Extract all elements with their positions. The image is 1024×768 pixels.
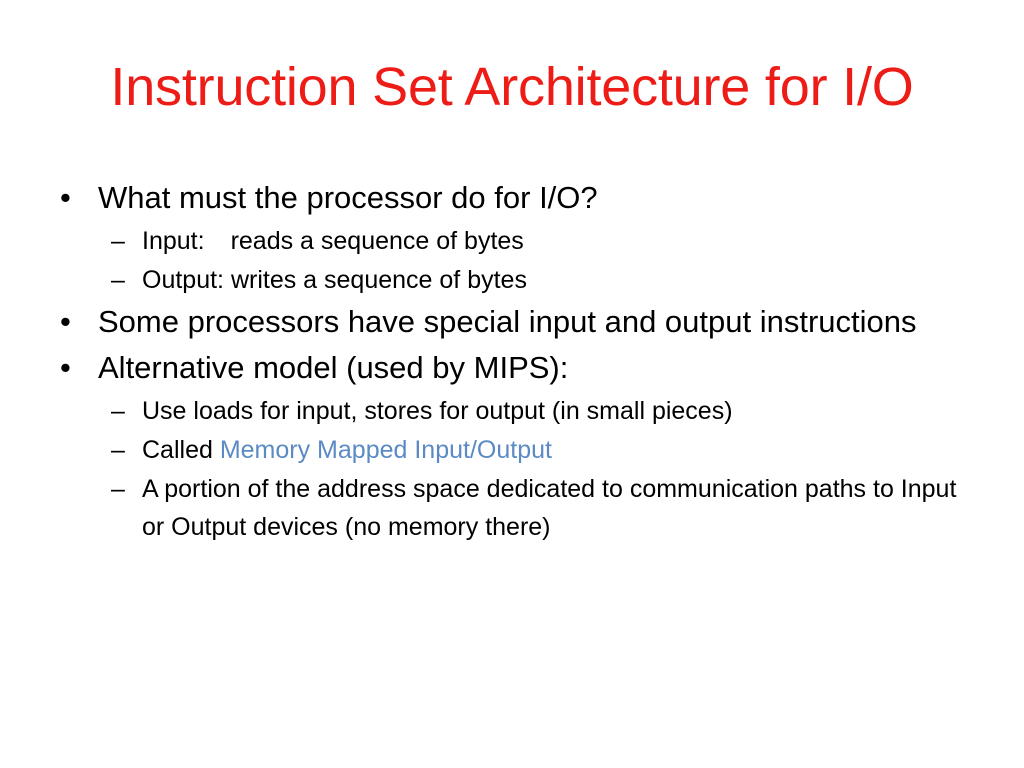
list-item: – A portion of the address space dedicat… (60, 470, 964, 546)
output-label: Output: (142, 266, 224, 294)
bullet-dot-icon: • (60, 350, 71, 385)
list-item-label: Input: reads a sequence of bytes (142, 222, 964, 260)
list-item-label: Alternative model (used by MIPS): (98, 350, 569, 385)
input-label: Input: (142, 227, 205, 255)
list-item-label: A portion of the address space dedicated… (142, 475, 957, 541)
page-title: Instruction Set Architecture for I/O (110, 57, 914, 117)
bullet-dash-icon: – (111, 436, 125, 464)
list-item: • Some processors have special input and… (60, 300, 964, 344)
list-item: – Input: reads a sequence of bytes (60, 222, 964, 260)
list-item: • Alternative model (used by MIPS): (60, 346, 964, 390)
bullet-dash-icon: – (111, 266, 125, 294)
list-item: • What must the processor do for I/O? (60, 176, 964, 220)
list-item: – Output: writes a sequence of bytes (60, 261, 964, 299)
list-item: – Use loads for input, stores for output… (60, 392, 964, 430)
list-item-label: What must the processor do for I/O? (98, 180, 598, 215)
slide-body: • What must the processor do for I/O? – … (60, 176, 964, 547)
input-description: reads a sequence of bytes (230, 227, 524, 255)
list-item: – Called Memory Mapped Input/Output (60, 431, 964, 469)
list-item-label: Output: writes a sequence of bytes (142, 261, 964, 299)
bullet-dot-icon: • (60, 180, 71, 215)
bullet-dash-icon: – (111, 227, 125, 255)
output-description: writes a sequence of bytes (230, 266, 527, 294)
bullet-dash-icon: – (111, 397, 125, 425)
list-item-label: Use loads for input, stores for output (… (142, 397, 733, 425)
list-item-label: Called Memory Mapped Input/Output (142, 431, 964, 469)
bullet-dash-icon: – (111, 475, 125, 503)
memory-mapped-io-term: Memory Mapped Input/Output (219, 436, 552, 464)
called-prefix: Called (142, 436, 220, 464)
bullet-dot-icon: • (60, 304, 71, 339)
list-item-label: Some processors have special input and o… (98, 304, 917, 339)
